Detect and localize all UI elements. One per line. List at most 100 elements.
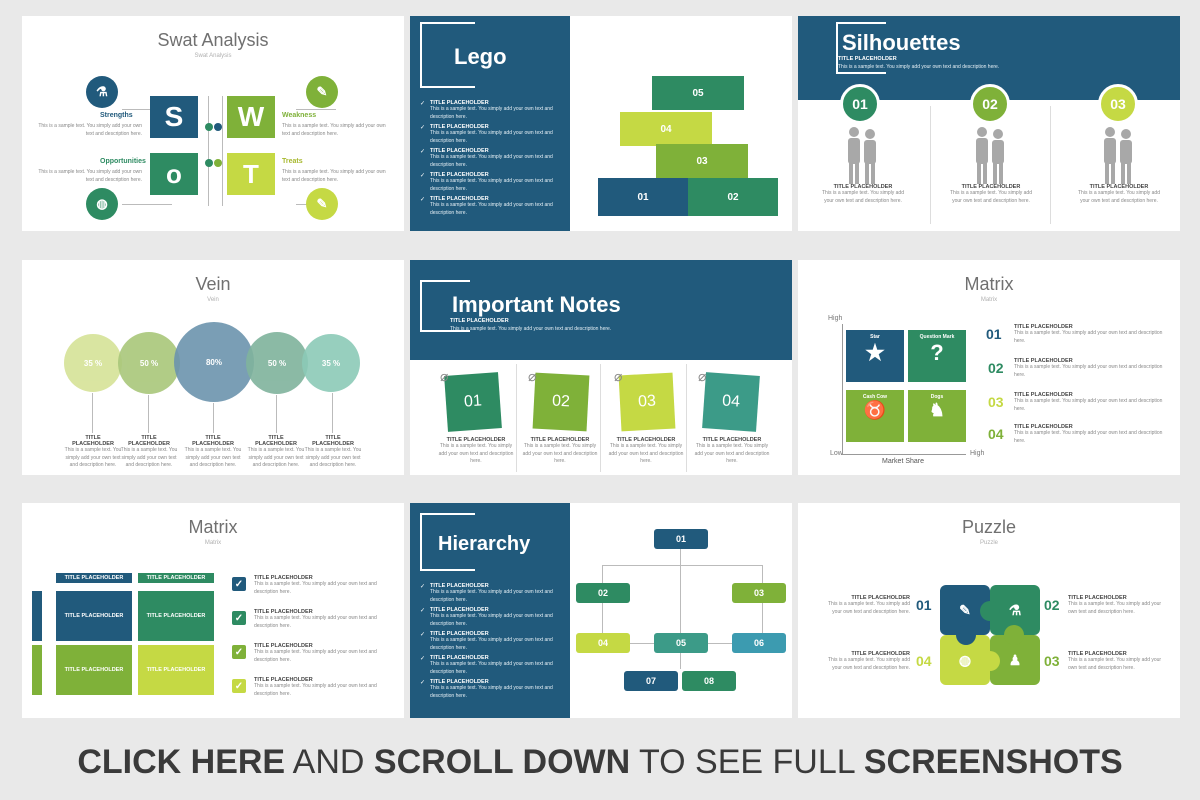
- slide-silhouettes[interactable]: Silhouettes TITLE PLACEHOLDER This is a …: [798, 16, 1180, 231]
- connector: [222, 96, 223, 206]
- title-frame: [420, 513, 475, 571]
- list-number: 04: [988, 426, 1004, 442]
- top-banner: [410, 260, 792, 360]
- slide-title: Important Notes: [452, 292, 621, 317]
- puzzle-knob: [980, 651, 1000, 671]
- number-circle: 02: [970, 84, 1010, 124]
- row-header: [32, 645, 42, 695]
- divider: [686, 364, 687, 472]
- hierarchy-node: 02: [576, 583, 630, 603]
- matrix-cell-cashcow: Cash Cow♉: [846, 390, 904, 442]
- divider: [1050, 106, 1051, 224]
- title-frame: [420, 22, 475, 88]
- slide-title: Puzzle: [961, 517, 1017, 537]
- paperclip-icon: ⌀: [440, 368, 449, 384]
- slide-matrix-grid[interactable]: Matrix Matrix TITLE PLACEHOLDER TITLE PL…: [22, 503, 404, 718]
- lego-brick: 05: [652, 76, 744, 110]
- sample-text: This is a sample text. You simply add yo…: [838, 64, 1000, 70]
- dot: [214, 123, 222, 131]
- list-number: 01: [986, 326, 1002, 342]
- edit-icon: ✎: [306, 76, 338, 108]
- dot: [205, 159, 213, 167]
- column-header: TITLE PLACEHOLDER: [56, 573, 132, 583]
- slide-subtitle: Swat Analysis: [194, 53, 232, 59]
- connector: [122, 204, 172, 205]
- cta-click-here[interactable]: CLICK HERE: [77, 743, 286, 781]
- connector: [602, 565, 762, 566]
- check-icon: ✓: [232, 645, 246, 659]
- title-placeholder: TITLE PLACEHOLDER: [838, 56, 897, 62]
- title-frame: [836, 22, 886, 74]
- leader-line: [332, 393, 333, 433]
- globe-icon: ◍: [86, 188, 118, 220]
- puzzle-knob: [1004, 625, 1024, 645]
- paperclip-icon: ⌀: [698, 368, 707, 384]
- sticky-note: 02: [532, 372, 590, 432]
- leader-line: [148, 395, 149, 433]
- slide-important-notes[interactable]: Important Notes TITLE PLACEHOLDER This i…: [410, 260, 792, 475]
- matrix-cell-dogs: Dogs♞: [908, 390, 966, 442]
- swot-s-box: S: [150, 96, 198, 138]
- slide-puzzle[interactable]: Puzzle Puzzle ✎ ⚗ ◍ ♟ 01 02 03 04 TITLE …: [798, 503, 1180, 718]
- people-silhouette: [976, 127, 1004, 184]
- slide-subtitle: Vein: [207, 297, 219, 303]
- puzzle-number: 04: [916, 653, 932, 669]
- column-header: TITLE PLACEHOLDER: [138, 573, 214, 583]
- axis-label-low: Low: [830, 450, 843, 457]
- sticky-note: 04: [702, 372, 760, 432]
- slide-title: Matrix: [188, 517, 238, 537]
- connector: [762, 565, 763, 643]
- list-number: 02: [988, 360, 1004, 376]
- divider: [600, 364, 601, 472]
- hierarchy-node: 03: [732, 583, 786, 603]
- number-circle: 03: [1098, 84, 1138, 124]
- title-placeholder: TITLE PLACEHOLDER: [450, 318, 509, 324]
- slide-vein[interactable]: Vein Vein 35 % 50 % 80% 50 % 35 % TITLE …: [22, 260, 404, 475]
- vein-circle: 35 %: [302, 334, 360, 392]
- connector: [296, 109, 336, 110]
- puzzle-knob: [956, 625, 976, 645]
- dot: [214, 159, 222, 167]
- matrix-cell: TITLE PLACEHOLDER: [56, 645, 132, 695]
- number-circle: 01: [840, 84, 880, 124]
- slide-title: Hierarchy: [438, 533, 531, 555]
- hierarchy-node: 04: [576, 633, 630, 653]
- paperclip-icon: ⌀: [614, 368, 623, 384]
- puzzle-number: 02: [1044, 597, 1060, 613]
- vein-circle: 35 %: [64, 334, 122, 392]
- puzzle-number: 03: [1044, 653, 1060, 669]
- sample-text: This is a sample text. You simply add yo…: [282, 169, 386, 183]
- swot-o-box: o: [150, 153, 198, 195]
- slide-subtitle: Puzzle: [979, 540, 998, 546]
- cow-icon: ♉: [863, 400, 887, 420]
- axis-label-x: Market Share: [882, 458, 925, 465]
- slide-swot[interactable]: Swat Analysis Swat Analysis S W o T ⚗ ✎ …: [22, 16, 404, 231]
- leader-line: [276, 395, 277, 433]
- slide-title: Swat Analysis: [157, 30, 269, 50]
- lego-brick: 02: [688, 178, 778, 216]
- connector: [208, 96, 209, 206]
- note-icon: ✎: [306, 188, 338, 220]
- cta-banner[interactable]: CLICK HERE AND SCROLL DOWN TO SEE FULL S…: [0, 732, 1200, 792]
- hierarchy-node: 01: [654, 529, 708, 549]
- check-icon: ✓: [232, 611, 246, 625]
- slide-matrix-bcg[interactable]: Matrix Matrix High Low High Market Share…: [798, 260, 1180, 475]
